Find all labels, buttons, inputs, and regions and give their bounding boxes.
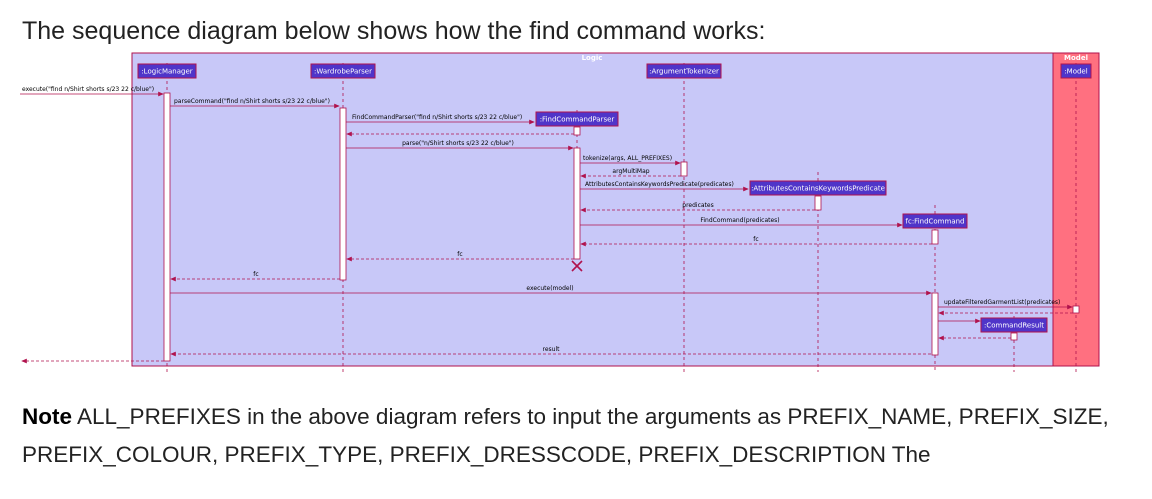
destroy-marker bbox=[571, 260, 583, 272]
message-label-8: predicates bbox=[682, 202, 713, 209]
participant-box-wp bbox=[310, 63, 376, 79]
message-label-7: AttributesContainsKeywordsPredicate(pred… bbox=[585, 181, 734, 188]
note-label: Note bbox=[22, 404, 72, 429]
message-label-6: argMultiMap bbox=[612, 168, 649, 175]
sequence-diagram: Logic Model :LogicManager :WardrobeParser :A… bbox=[20, 52, 1100, 372]
participant-box-fcp bbox=[535, 111, 619, 127]
message-label-4: parse("n/Shirt shorts s/23 22 c/blue") bbox=[402, 140, 514, 147]
message-label-12: fc bbox=[253, 271, 258, 278]
activation-bar-acp bbox=[814, 195, 822, 211]
participant-label-wp: :WardrobeParser bbox=[314, 68, 372, 76]
participant-box-model bbox=[1060, 63, 1092, 79]
message-label-10: fc bbox=[753, 236, 758, 243]
message-label-1: execute("find n/Shirt shorts s/23 22 c/b… bbox=[22, 86, 154, 93]
message-label-15: result bbox=[543, 346, 561, 353]
participant-box-cr bbox=[980, 317, 1048, 333]
participant-box-fc bbox=[902, 213, 968, 229]
participant-label-cr: :CommandResult bbox=[984, 322, 1044, 330]
participant-label-lm: :LogicManager bbox=[141, 68, 192, 76]
message-label-11: fc bbox=[457, 251, 462, 258]
participant-box-acp bbox=[749, 180, 887, 196]
activation-bar-fcp bbox=[573, 126, 581, 136]
activation-bar-cr bbox=[1010, 332, 1018, 341]
logic-frame bbox=[131, 52, 1054, 367]
message-label-9: FindCommand(predicates) bbox=[700, 217, 779, 224]
note-text: ALL_PREFIXES in the above diagram refers… bbox=[22, 404, 1109, 467]
message-label-3: FindCommandParser("find n/Shirt shorts s… bbox=[352, 114, 522, 121]
activation-bar-at bbox=[680, 161, 688, 177]
activation-bar-fcp bbox=[573, 147, 581, 260]
participant-label-fc: fc:FindCommand bbox=[906, 218, 965, 226]
participant-box-lm bbox=[137, 63, 197, 79]
activation-bar-fc bbox=[931, 292, 939, 356]
participant-label-at: :ArgumentTokenizer bbox=[649, 68, 719, 76]
note-paragraph: Note ALL_PREFIXES in the above diagram r… bbox=[22, 398, 1132, 474]
message-label-5: tokenize(args, ALL_PREFIXES) bbox=[583, 155, 672, 162]
activation-bar-lm bbox=[163, 92, 171, 362]
message-label-2: parseCommand("find n/Shirt shorts s/23 2… bbox=[174, 98, 330, 105]
message-label-14: updateFilteredGarmentList(predicates) bbox=[944, 299, 1060, 306]
message-label-13: execute(model) bbox=[526, 285, 573, 292]
participant-label-model: :Model bbox=[1064, 68, 1087, 76]
logic-frame-label: Logic bbox=[582, 54, 603, 62]
section-heading: The sequence diagram below shows how the… bbox=[22, 17, 766, 45]
activation-bar-fc bbox=[931, 229, 939, 245]
participant-label-fcp: :FindCommandParser bbox=[540, 116, 615, 124]
model-frame-label: Model bbox=[1064, 54, 1088, 62]
participant-label-acp: :AttributesContainsKeywordsPredicate bbox=[751, 185, 885, 193]
activation-bar-model bbox=[1072, 305, 1080, 314]
activation-bar-wp bbox=[339, 107, 347, 281]
participant-box-at bbox=[646, 63, 722, 79]
